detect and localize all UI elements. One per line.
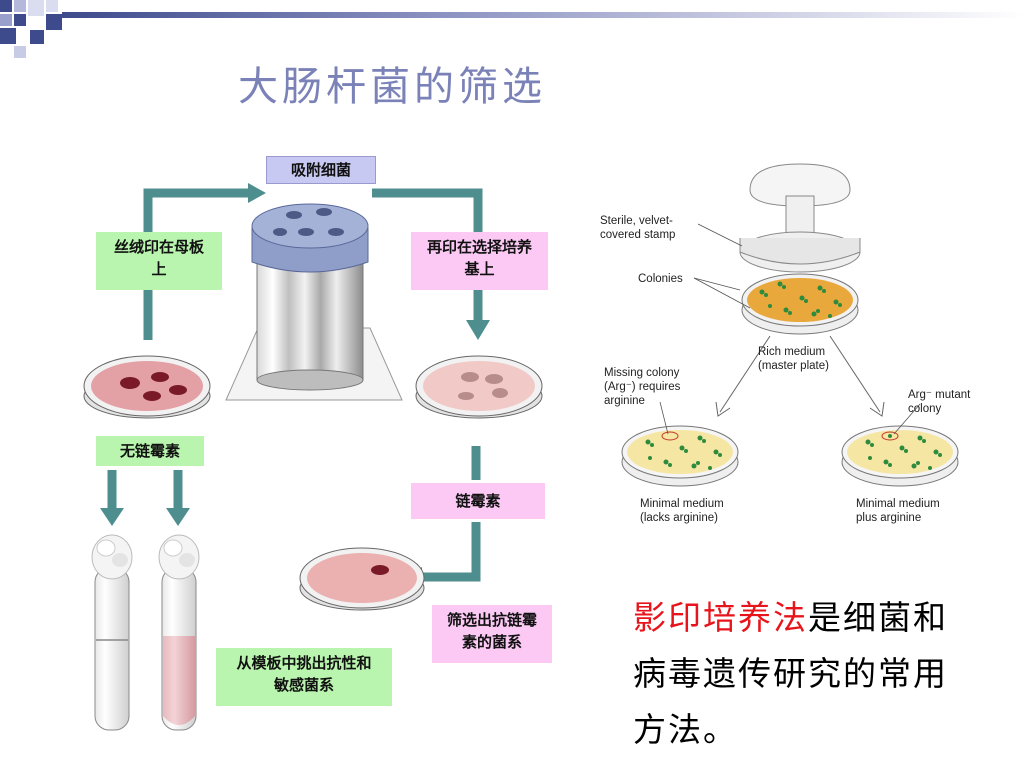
resistant-plate (299, 547, 425, 611)
colonies-label: Colonies (638, 273, 683, 285)
caption-rest: 是细菌和病毒遗传研究的常用方法。 (633, 598, 948, 749)
missing-colony-label-1: Missing colony (604, 367, 680, 379)
test-tube-clear (91, 534, 133, 731)
label-adsorb-bacteria: 吸附细菌 (266, 156, 376, 184)
mutant-colony-label-2: colony (908, 403, 941, 415)
minimal-medium-label-2: (lacks arginine) (640, 512, 718, 524)
label-reprint-selective: 再印在选择培养基上 (411, 232, 548, 290)
velvet-stamp (739, 163, 861, 273)
selective-plate (415, 355, 543, 419)
plus-arginine-label-2: plus arginine (856, 512, 921, 524)
caption-text: 影印培养法是细菌和病毒遗传研究的常用方法。 (633, 590, 963, 758)
label-screen-resistant: 筛选出抗链霉素的菌系 (432, 605, 552, 663)
label-streptomycin: 链霉素 (411, 483, 545, 519)
rich-medium-label-2: (master plate) (758, 360, 829, 372)
minimal-medium-label-1: Minimal medium (640, 498, 724, 510)
minimal-medium-plate (621, 425, 739, 487)
label-no-streptomycin: 无链霉素 (96, 436, 204, 466)
rich-medium-plate (741, 273, 859, 335)
stamp-label-1: Sterile, velvet- (600, 215, 673, 227)
master-plate (83, 355, 211, 419)
test-tube-pink (158, 534, 200, 731)
label-print-master: 丝绒印在母板上 (96, 232, 222, 290)
missing-colony-label-3: arginine (604, 395, 645, 407)
stamp-label-2: covered stamp (600, 229, 675, 241)
label-pick-from-template: 从模板中挑出抗性和敏感菌系 (216, 648, 392, 706)
textbook-replica-figure: Sterile, velvet- covered stamp Colonies … (600, 163, 971, 524)
plus-arginine-label-1: Minimal medium (856, 498, 940, 510)
minimal-plus-arginine-plate (841, 425, 959, 487)
missing-colony-label-2: (Arg⁻) requires (604, 381, 681, 393)
mutant-colony-label-1: Arg⁻ mutant (908, 389, 971, 401)
page-title: 大肠杆菌的筛选 (238, 64, 546, 110)
rich-medium-label-1: Rich medium (758, 346, 825, 358)
caption-highlight: 影印培养法 (633, 598, 808, 637)
